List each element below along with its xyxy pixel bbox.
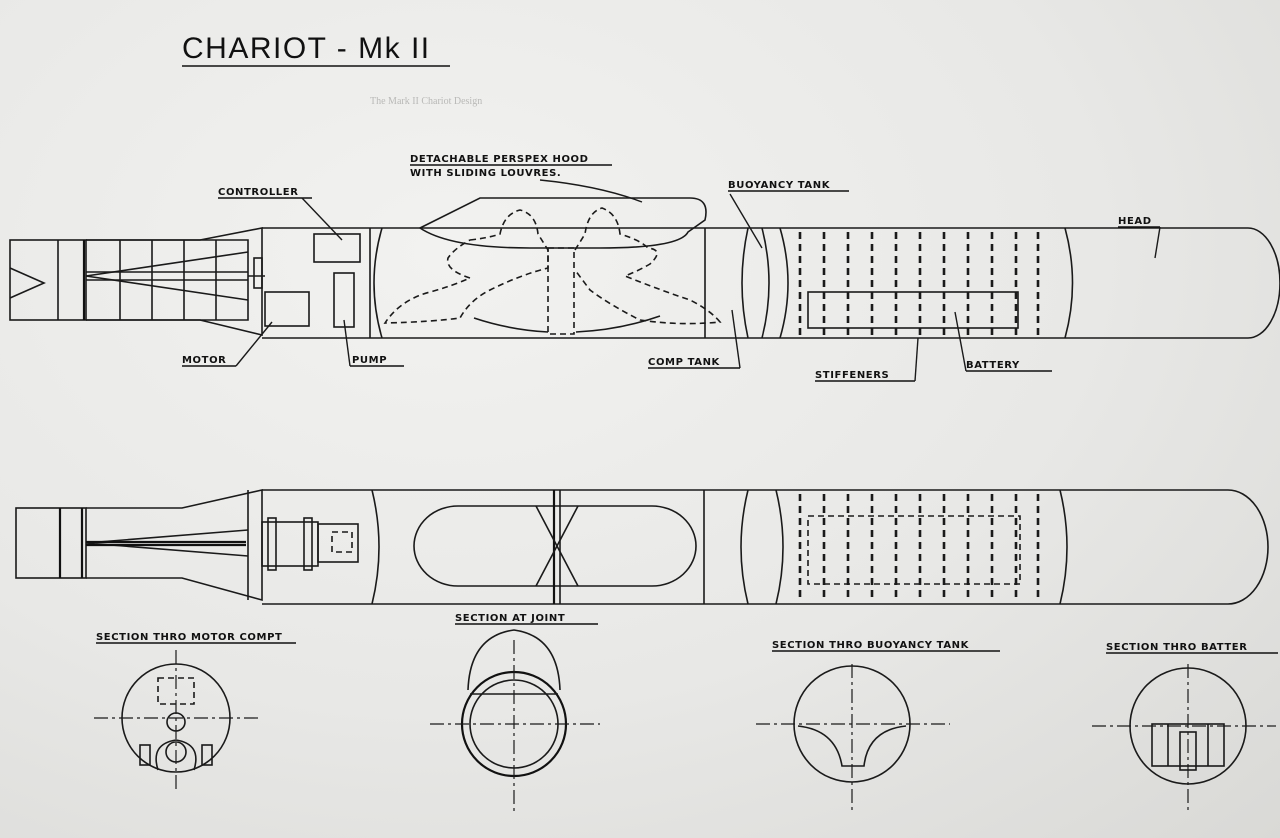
label-comp-tank: COMP TANK [648, 357, 721, 368]
plan-cockpit [413, 505, 697, 587]
plan-view [15, 489, 1269, 605]
section-battery: SECTION THRO BATTER [1092, 642, 1278, 812]
label-hood-1: DETACHABLE PERSPEX HOOD [410, 154, 589, 165]
side-elevation [9, 197, 1280, 339]
perspex-hood [418, 197, 707, 249]
label-battery: BATTERY [966, 360, 1020, 371]
label-stiffeners: STIFFENERS [815, 370, 889, 381]
label-head: HEAD [1118, 216, 1152, 227]
section-joint: SECTION AT JOINT [430, 613, 600, 812]
label-buoyancy-tank: BUOYANCY TANK [728, 180, 831, 191]
battery-outline-plan [807, 515, 1021, 585]
section-joint-label: SECTION AT JOINT [455, 613, 565, 624]
section-motor-label: SECTION THRO MOTOR COMPT [96, 632, 282, 643]
rudder-vee [9, 267, 46, 299]
stiffeners-side [798, 232, 1040, 336]
crew-figure-1 [383, 209, 549, 324]
faint-caption: The Mark II Chariot Design [370, 96, 482, 107]
drawing-title: CHARIOT - Mk II [182, 32, 431, 65]
plan-tail-block [15, 507, 87, 579]
label-controller: CONTROLLER [218, 187, 299, 198]
stiffeners-plan [798, 494, 1040, 600]
label-pump: PUMP [352, 355, 387, 366]
plan-motor [261, 521, 319, 567]
section-buoyancy-label: SECTION THRO BUOYANCY TANK [772, 640, 970, 651]
plan-controller [317, 523, 359, 563]
crew-figure-2 [574, 207, 722, 325]
tail-cone [86, 227, 263, 337]
controller-box [313, 233, 361, 263]
hull-plan [262, 489, 1269, 605]
section-buoyancy-tank: SECTION THRO BUOYANCY TANK [756, 640, 1000, 810]
section-motor-compt: SECTION THRO MOTOR COMPT [94, 632, 296, 790]
tail-block [9, 239, 87, 321]
battery-outline-side [807, 291, 1019, 329]
motor-body [264, 291, 310, 327]
centre-column [547, 247, 575, 335]
label-motor: MOTOR [182, 355, 226, 366]
hull-side [262, 227, 1280, 339]
section-battery-label: SECTION THRO BATTER [1106, 642, 1248, 653]
pump-body [333, 272, 355, 328]
label-hood-2: WITH SLIDING LOUVRES. [410, 168, 561, 179]
